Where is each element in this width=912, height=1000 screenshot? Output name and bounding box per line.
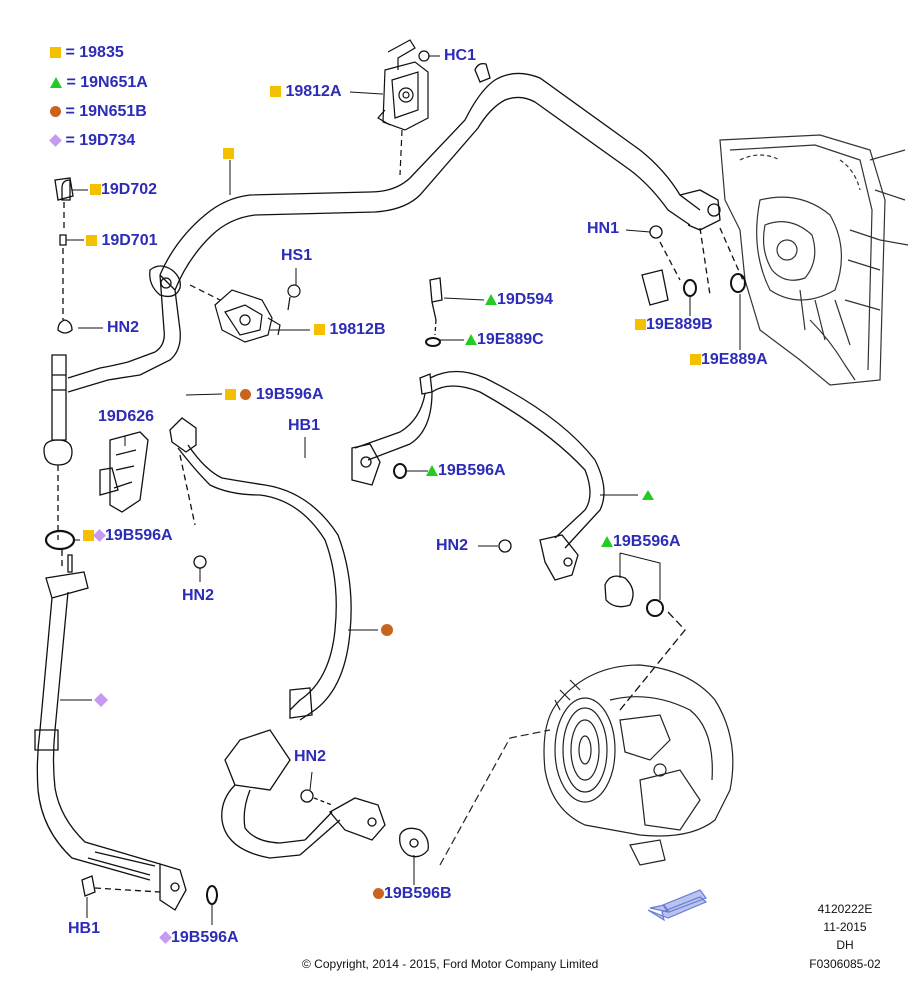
label-hb1-lower: HB1 — [68, 920, 101, 937]
label-19b596a-left: 19B596A — [83, 527, 173, 545]
legend-item-19n651b: = 19N651B — [50, 103, 147, 121]
label-19b596a-right: 19B596A — [601, 533, 681, 551]
label-hn1: HN1 — [587, 220, 620, 237]
front-direction-arrow — [647, 889, 708, 922]
bracket-19812b — [189, 284, 301, 343]
square-marker-icon — [270, 86, 281, 97]
label-hs1: HS1 — [281, 247, 313, 264]
diamond-marker-icon — [159, 931, 172, 944]
vehicle-code: DH — [836, 938, 854, 952]
square-marker-icon — [83, 530, 94, 541]
illustration-id: 4120222E — [817, 902, 873, 916]
square-marker-icon — [90, 184, 101, 195]
label-hn2-lower: HN2 — [294, 748, 327, 765]
triangle-marker-icon — [50, 77, 62, 88]
label-19b596a-mid: 19B596A — [426, 462, 506, 480]
label-hn2-right: HN2 — [436, 537, 469, 554]
line-markers — [94, 148, 654, 707]
suction-line-19n651a — [351, 225, 746, 711]
square-marker-icon — [635, 319, 646, 330]
square-marker-icon — [225, 389, 236, 400]
figure-number: F0306085-02 — [809, 957, 881, 971]
legend-item-19835: = 19835 — [50, 44, 124, 62]
label-19812b: 19812B — [314, 321, 386, 339]
label-hb1-upper: HB1 — [288, 417, 321, 434]
label-19812a: 19812A — [270, 83, 342, 101]
square-marker-icon — [50, 47, 61, 58]
label-19b596a-upper: 19B596A — [225, 386, 324, 404]
label-19d626: 19D626 — [98, 408, 155, 425]
legend-item-19d734: = 19D734 — [49, 132, 135, 150]
label-hn2-mid: HN2 — [182, 587, 215, 604]
triangle-marker-icon — [601, 536, 613, 547]
circle-marker-icon — [50, 106, 61, 117]
legend-item-19n651a: = 19N651A — [50, 74, 148, 92]
circle-marker-icon — [373, 888, 384, 899]
label-19b596b: 19B596B — [373, 885, 452, 903]
upper-suction-line — [67, 62, 721, 393]
square-marker-icon — [314, 324, 325, 335]
label-19e889c: 19E889C — [465, 331, 544, 349]
diamond-marker-icon — [93, 529, 106, 542]
engine-bay-illustration — [719, 134, 909, 386]
label-19e889a: 19E889A — [690, 351, 768, 369]
compressor-illustration — [439, 664, 734, 866]
left-liquid-line — [34, 177, 218, 911]
label-hn2-upper: HN2 — [107, 319, 140, 336]
triangle-marker-icon — [485, 294, 497, 305]
triangle-marker-icon — [426, 465, 438, 476]
discharge-line-19n651b — [169, 417, 429, 859]
label-19e889b: 19E889B — [635, 316, 713, 334]
label-19b596a-lower: 19B596A — [159, 929, 239, 947]
label-hc1: HC1 — [444, 47, 477, 64]
label-19d701: 19D701 — [86, 232, 158, 250]
illustration-date: 11-2015 — [823, 920, 867, 934]
label-19d702: 19D702 — [90, 181, 157, 199]
square-marker-icon — [86, 235, 97, 246]
diamond-marker-icon — [49, 134, 62, 147]
bracket-19812a — [377, 39, 430, 176]
copyright-notice: © Copyright, 2014 - 2015, Ford Motor Com… — [302, 957, 599, 971]
square-marker-icon — [690, 354, 701, 365]
circle-marker-icon — [240, 389, 252, 400]
leader-lines — [60, 55, 741, 925]
triangle-marker-icon — [465, 334, 477, 345]
label-19d594: 19D594 — [485, 291, 553, 309]
